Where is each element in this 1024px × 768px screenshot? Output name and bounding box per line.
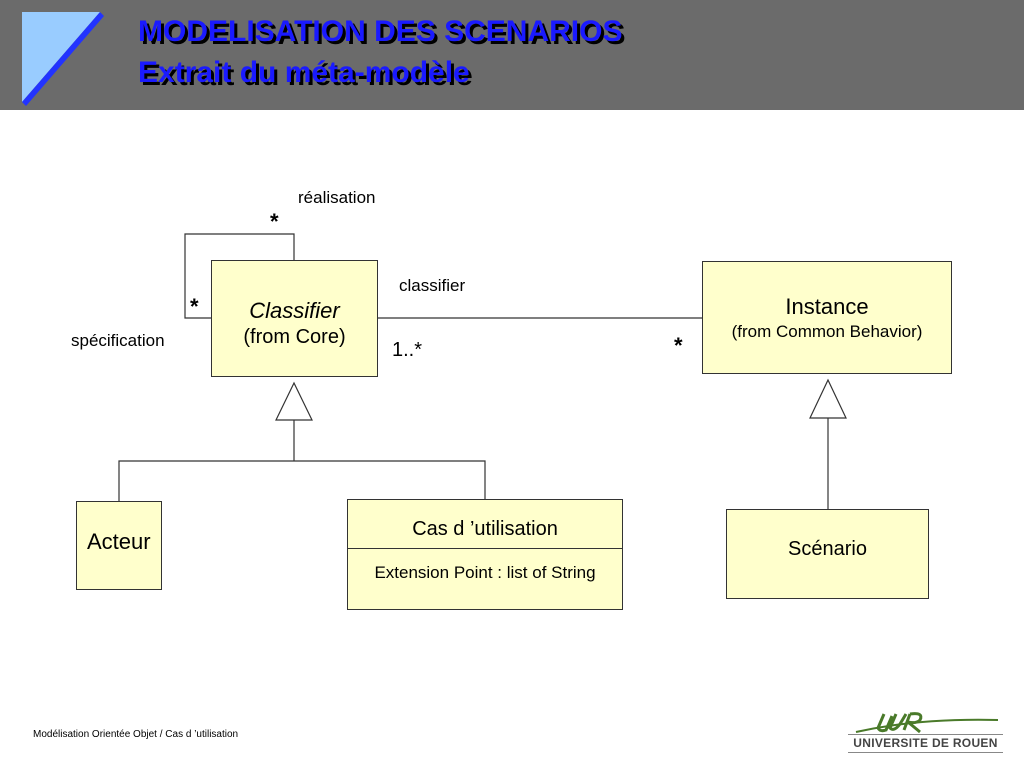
univ-rouen-logo: UNIVERSITE DE ROUEN	[848, 710, 1003, 756]
footer-text: Modélisation Orientée Objet / Cas d ’uti…	[33, 729, 239, 740]
classifier-origin: (from Core)	[243, 326, 346, 348]
classifier-generalization-arrow	[275, 381, 313, 421]
header-band: MODELISATION DES SCENARIOS Extrait du mé…	[0, 0, 1024, 110]
classifier-class[interactable]: Classifier (from Core)	[211, 260, 378, 377]
univ-rouen-logo-icon	[855, 712, 999, 734]
acteur-class[interactable]: Acteur	[76, 501, 162, 590]
corner-triangle-icon	[22, 12, 104, 106]
instance-generalization-arrow	[809, 378, 847, 419]
realisation-role-label: réalisation	[298, 188, 376, 207]
compartment-divider	[348, 548, 622, 549]
specification-multiplicity: *	[190, 294, 199, 319]
univ-rouen-underline	[848, 752, 1003, 753]
page-title: MODELISATION DES SCENARIOS	[138, 15, 623, 48]
instance-name: Instance	[785, 294, 869, 319]
univ-rouen-name: UNIVERSITE DE ROUEN	[853, 736, 998, 750]
self-association-line	[184, 233, 295, 319]
scenario-name: Scénario	[788, 538, 867, 560]
scenario-class[interactable]: Scénario	[726, 509, 929, 599]
generalization-branches	[118, 460, 486, 501]
cas-utilisation-name: Cas d ’utilisation	[412, 518, 558, 540]
classifier-role-label: classifier	[399, 276, 466, 295]
cas-utilisation-class[interactable]: Cas d ’utilisation Extension Point : lis…	[347, 499, 623, 610]
specification-role-label: spécification	[71, 331, 165, 350]
univ-rouen-overline	[848, 734, 1003, 735]
instance-origin: (from Common Behavior)	[731, 322, 923, 341]
cas-utilisation-attribute: Extension Point : list of String	[374, 563, 596, 582]
instance-class[interactable]: Instance (from Common Behavior)	[702, 261, 952, 374]
classifier-end-multiplicity: 1..*	[392, 339, 423, 361]
classifier-name: Classifier	[249, 298, 340, 323]
instance-end-multiplicity: *	[674, 333, 683, 358]
realisation-multiplicity: *	[270, 209, 279, 234]
page-subtitle: Extrait du méta-modèle	[138, 56, 470, 89]
acteur-name: Acteur	[87, 529, 151, 554]
